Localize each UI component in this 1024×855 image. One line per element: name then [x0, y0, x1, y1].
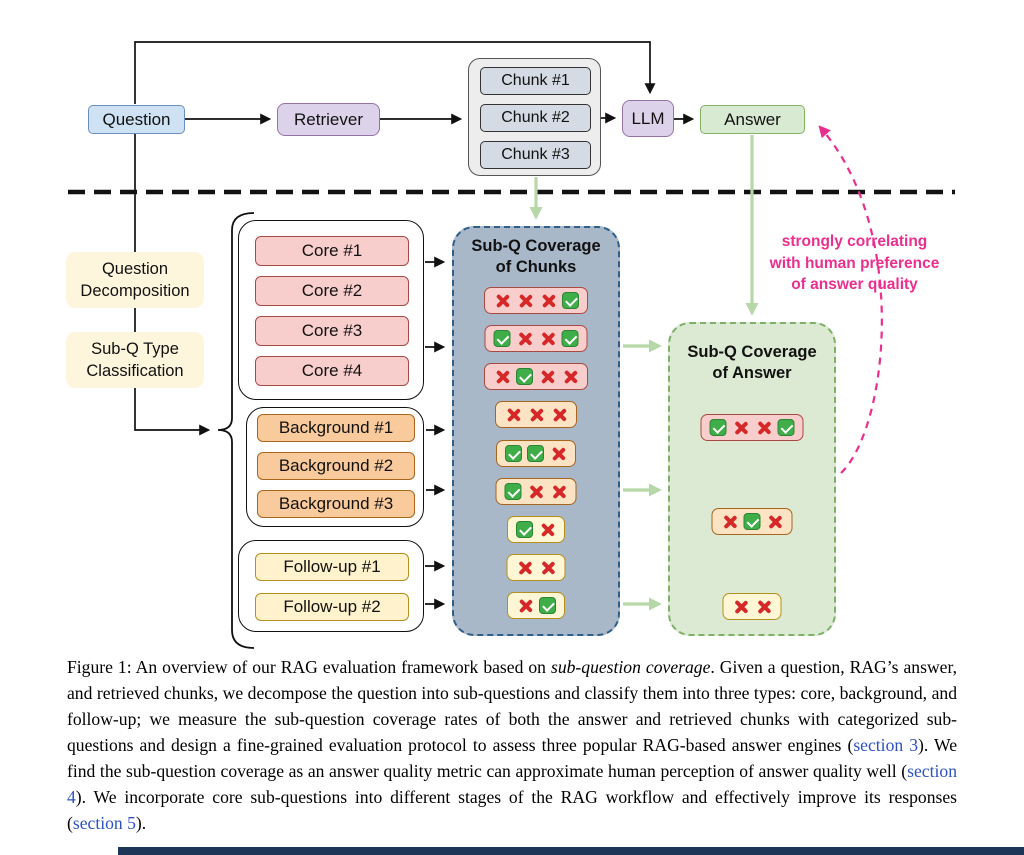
llm-node: LLM	[622, 100, 674, 137]
coverage-row	[507, 592, 565, 619]
coverage-answer-title: Sub-Q Coverage of Answer	[687, 343, 817, 382]
caption-link-section4[interactable]: section 4	[67, 761, 957, 807]
chunk-item: Chunk #2	[480, 104, 591, 132]
coverage-row	[484, 287, 588, 314]
cross-icon	[516, 292, 534, 310]
correlation-note-line: with human preference	[769, 254, 940, 272]
caption-text: . Given a question, RAG’s answer, and re…	[67, 657, 958, 755]
background-item: Background #2	[257, 452, 415, 480]
cross-icon	[538, 521, 556, 539]
caption-link-section5[interactable]: section 5	[72, 813, 136, 833]
caption-italic: sub-question coverage	[550, 657, 711, 677]
cross-icon	[527, 483, 545, 501]
coverage-row	[484, 325, 588, 352]
followup-item: Follow-up #1	[255, 553, 409, 581]
cross-icon	[538, 368, 556, 386]
answer-node: Answer	[700, 105, 805, 134]
coverage-row	[700, 414, 804, 441]
cross-icon	[550, 483, 568, 501]
check-icon	[516, 368, 533, 385]
coverage-row	[507, 516, 565, 543]
chunk-item: Chunk #3	[480, 141, 591, 169]
check-icon	[743, 513, 761, 530]
core-item: Core #1	[255, 236, 409, 266]
coverage-row	[495, 478, 577, 505]
cross-icon	[549, 445, 567, 463]
coverage-row	[711, 508, 793, 535]
cross-icon	[755, 598, 773, 616]
correlation-note-line: strongly correlating	[781, 233, 928, 250]
cross-icon	[755, 419, 773, 437]
background-item: Background #1	[257, 414, 415, 442]
check-icon	[539, 597, 556, 614]
check-icon	[562, 292, 579, 309]
chunks-stack: Chunk #1 Chunk #2 Chunk #3	[468, 58, 601, 176]
check-icon	[505, 445, 522, 462]
coverage-chunks-panel: Sub-Q Coverage of Chunks	[452, 226, 620, 636]
check-icon	[493, 330, 511, 347]
figure-caption: Figure 1: An overview of our RAG evaluat…	[67, 654, 957, 836]
core-item: Core #2	[255, 276, 409, 306]
cross-icon	[493, 368, 511, 386]
cross-icon	[539, 292, 557, 310]
coverage-row	[495, 401, 577, 428]
coverage-answer-panel: Sub-Q Coverage of Answer	[668, 322, 836, 636]
caption-link-section3[interactable]: section 3	[853, 735, 919, 755]
followup-subquestion-group: Follow-up #1 Follow-up #2	[238, 540, 424, 632]
cross-icon	[493, 292, 511, 310]
coverage-row	[484, 363, 588, 390]
cross-icon	[504, 406, 522, 424]
cross-icon	[539, 559, 557, 577]
label-subq-type-classification: Sub-Q Type Classification	[66, 332, 204, 388]
correlation-note: strongly correlating with human preferen…	[752, 231, 957, 296]
core-item: Core #4	[255, 356, 409, 386]
caption-text: ). We find the sub-question coverage as …	[67, 735, 958, 781]
core-subquestion-group: Core #1 Core #2 Core #3 Core #4	[238, 220, 424, 400]
coverage-row	[496, 440, 576, 467]
coverage-chunks-title: Sub-Q Coverage of Chunks	[471, 237, 601, 276]
check-icon	[709, 419, 727, 436]
check-icon	[504, 483, 522, 500]
cross-icon	[516, 330, 534, 348]
core-item: Core #3	[255, 316, 409, 346]
cross-icon	[539, 330, 557, 348]
background-item: Background #3	[257, 490, 415, 518]
caption-text: ). We incorporate core sub-questions int…	[67, 787, 957, 833]
check-icon	[516, 521, 533, 538]
caption-text: ).	[135, 813, 147, 833]
label-question-decomposition: Question Decomposition	[66, 252, 204, 308]
chunk-item: Chunk #1	[480, 67, 591, 95]
cross-icon	[561, 368, 579, 386]
cross-icon	[732, 598, 750, 616]
cross-icon	[721, 513, 739, 531]
cross-icon	[732, 419, 750, 437]
coverage-row	[506, 554, 566, 581]
cross-icon	[516, 559, 534, 577]
retriever-node: Retriever	[277, 103, 380, 136]
question-node: Question	[88, 105, 185, 134]
check-icon	[561, 330, 579, 347]
cross-icon	[527, 406, 545, 424]
cross-icon	[516, 597, 534, 615]
caption-text: Figure 1: An overview of our RAG evaluat…	[67, 657, 551, 677]
background-subquestion-group: Background #1 Background #2 Background #…	[246, 407, 424, 527]
cross-icon	[550, 406, 568, 424]
followup-item: Follow-up #2	[255, 593, 409, 621]
correlation-note-line: of answer quality	[791, 276, 918, 293]
partial-bottom-bar	[118, 847, 1024, 855]
cross-icon	[766, 513, 784, 531]
check-icon	[527, 445, 544, 462]
coverage-row	[722, 593, 782, 620]
check-icon	[777, 419, 795, 436]
